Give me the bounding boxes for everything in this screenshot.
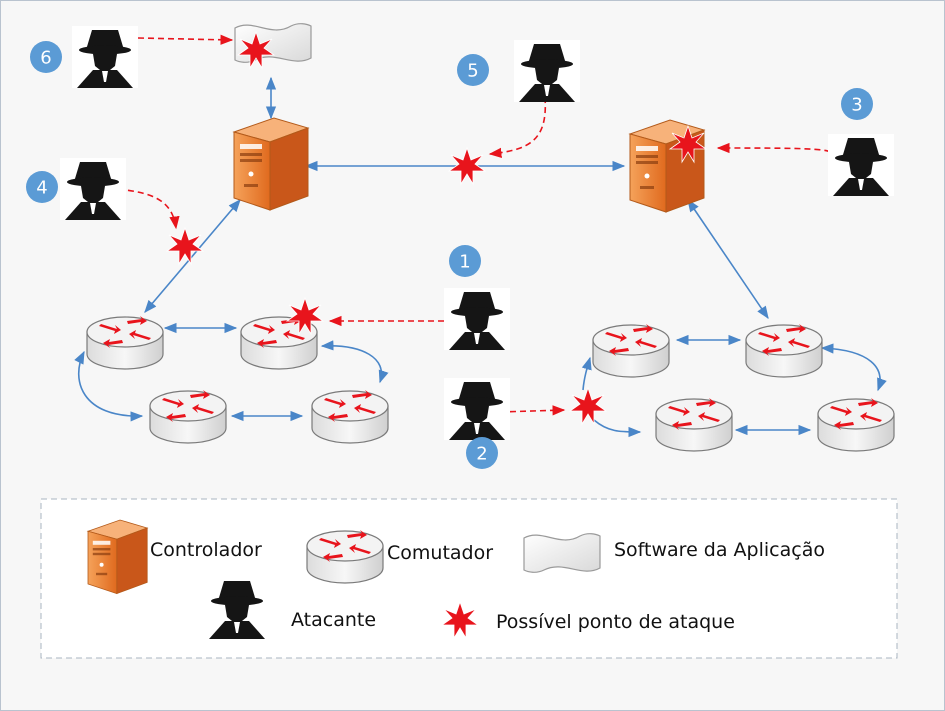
attacker-icon xyxy=(444,288,510,350)
legend-application-label: Software da Aplicação xyxy=(614,539,825,561)
legend-application-icon xyxy=(523,533,601,573)
badge-5: 5 xyxy=(467,61,478,82)
badge-1: 1 xyxy=(459,252,470,273)
attacker-icon xyxy=(60,158,126,220)
legend-switch-label: Comutador xyxy=(387,542,493,564)
legend-switch-icon xyxy=(306,529,384,584)
switch-icon xyxy=(149,389,227,444)
switch-icon xyxy=(745,323,823,378)
attacker-icon xyxy=(444,378,510,440)
attacker-icon xyxy=(828,134,894,196)
badge-3: 3 xyxy=(851,95,862,116)
legend-attacker-icon xyxy=(204,577,270,639)
legend-attack-point-label: Possível ponto de ataque xyxy=(496,611,735,633)
attacker-icon xyxy=(514,40,580,102)
legend-server-icon xyxy=(87,519,148,594)
legend: Controlador Comutador Software da Aplica… xyxy=(40,498,898,659)
badge-4: 4 xyxy=(36,178,47,199)
badge-6: 6 xyxy=(40,48,51,69)
switch-icon xyxy=(311,389,389,444)
attacker-icon xyxy=(72,26,138,88)
attack-star-icon xyxy=(569,387,607,425)
legend-attacker-label: Atacante xyxy=(291,609,376,631)
switch-icon xyxy=(86,315,164,370)
attack-star-icon xyxy=(166,227,204,265)
server-icon xyxy=(629,119,705,213)
attack-lines xyxy=(97,34,831,416)
switch-icon xyxy=(592,323,670,378)
badge-2: 2 xyxy=(476,444,487,465)
network-links xyxy=(74,76,887,438)
switch-icon xyxy=(655,397,733,452)
server-icon xyxy=(233,117,309,211)
number-badges: 1 2 3 4 5 6 xyxy=(26,41,873,469)
switch-icon xyxy=(817,397,895,452)
legend-controller-label: Controlador xyxy=(150,539,262,561)
